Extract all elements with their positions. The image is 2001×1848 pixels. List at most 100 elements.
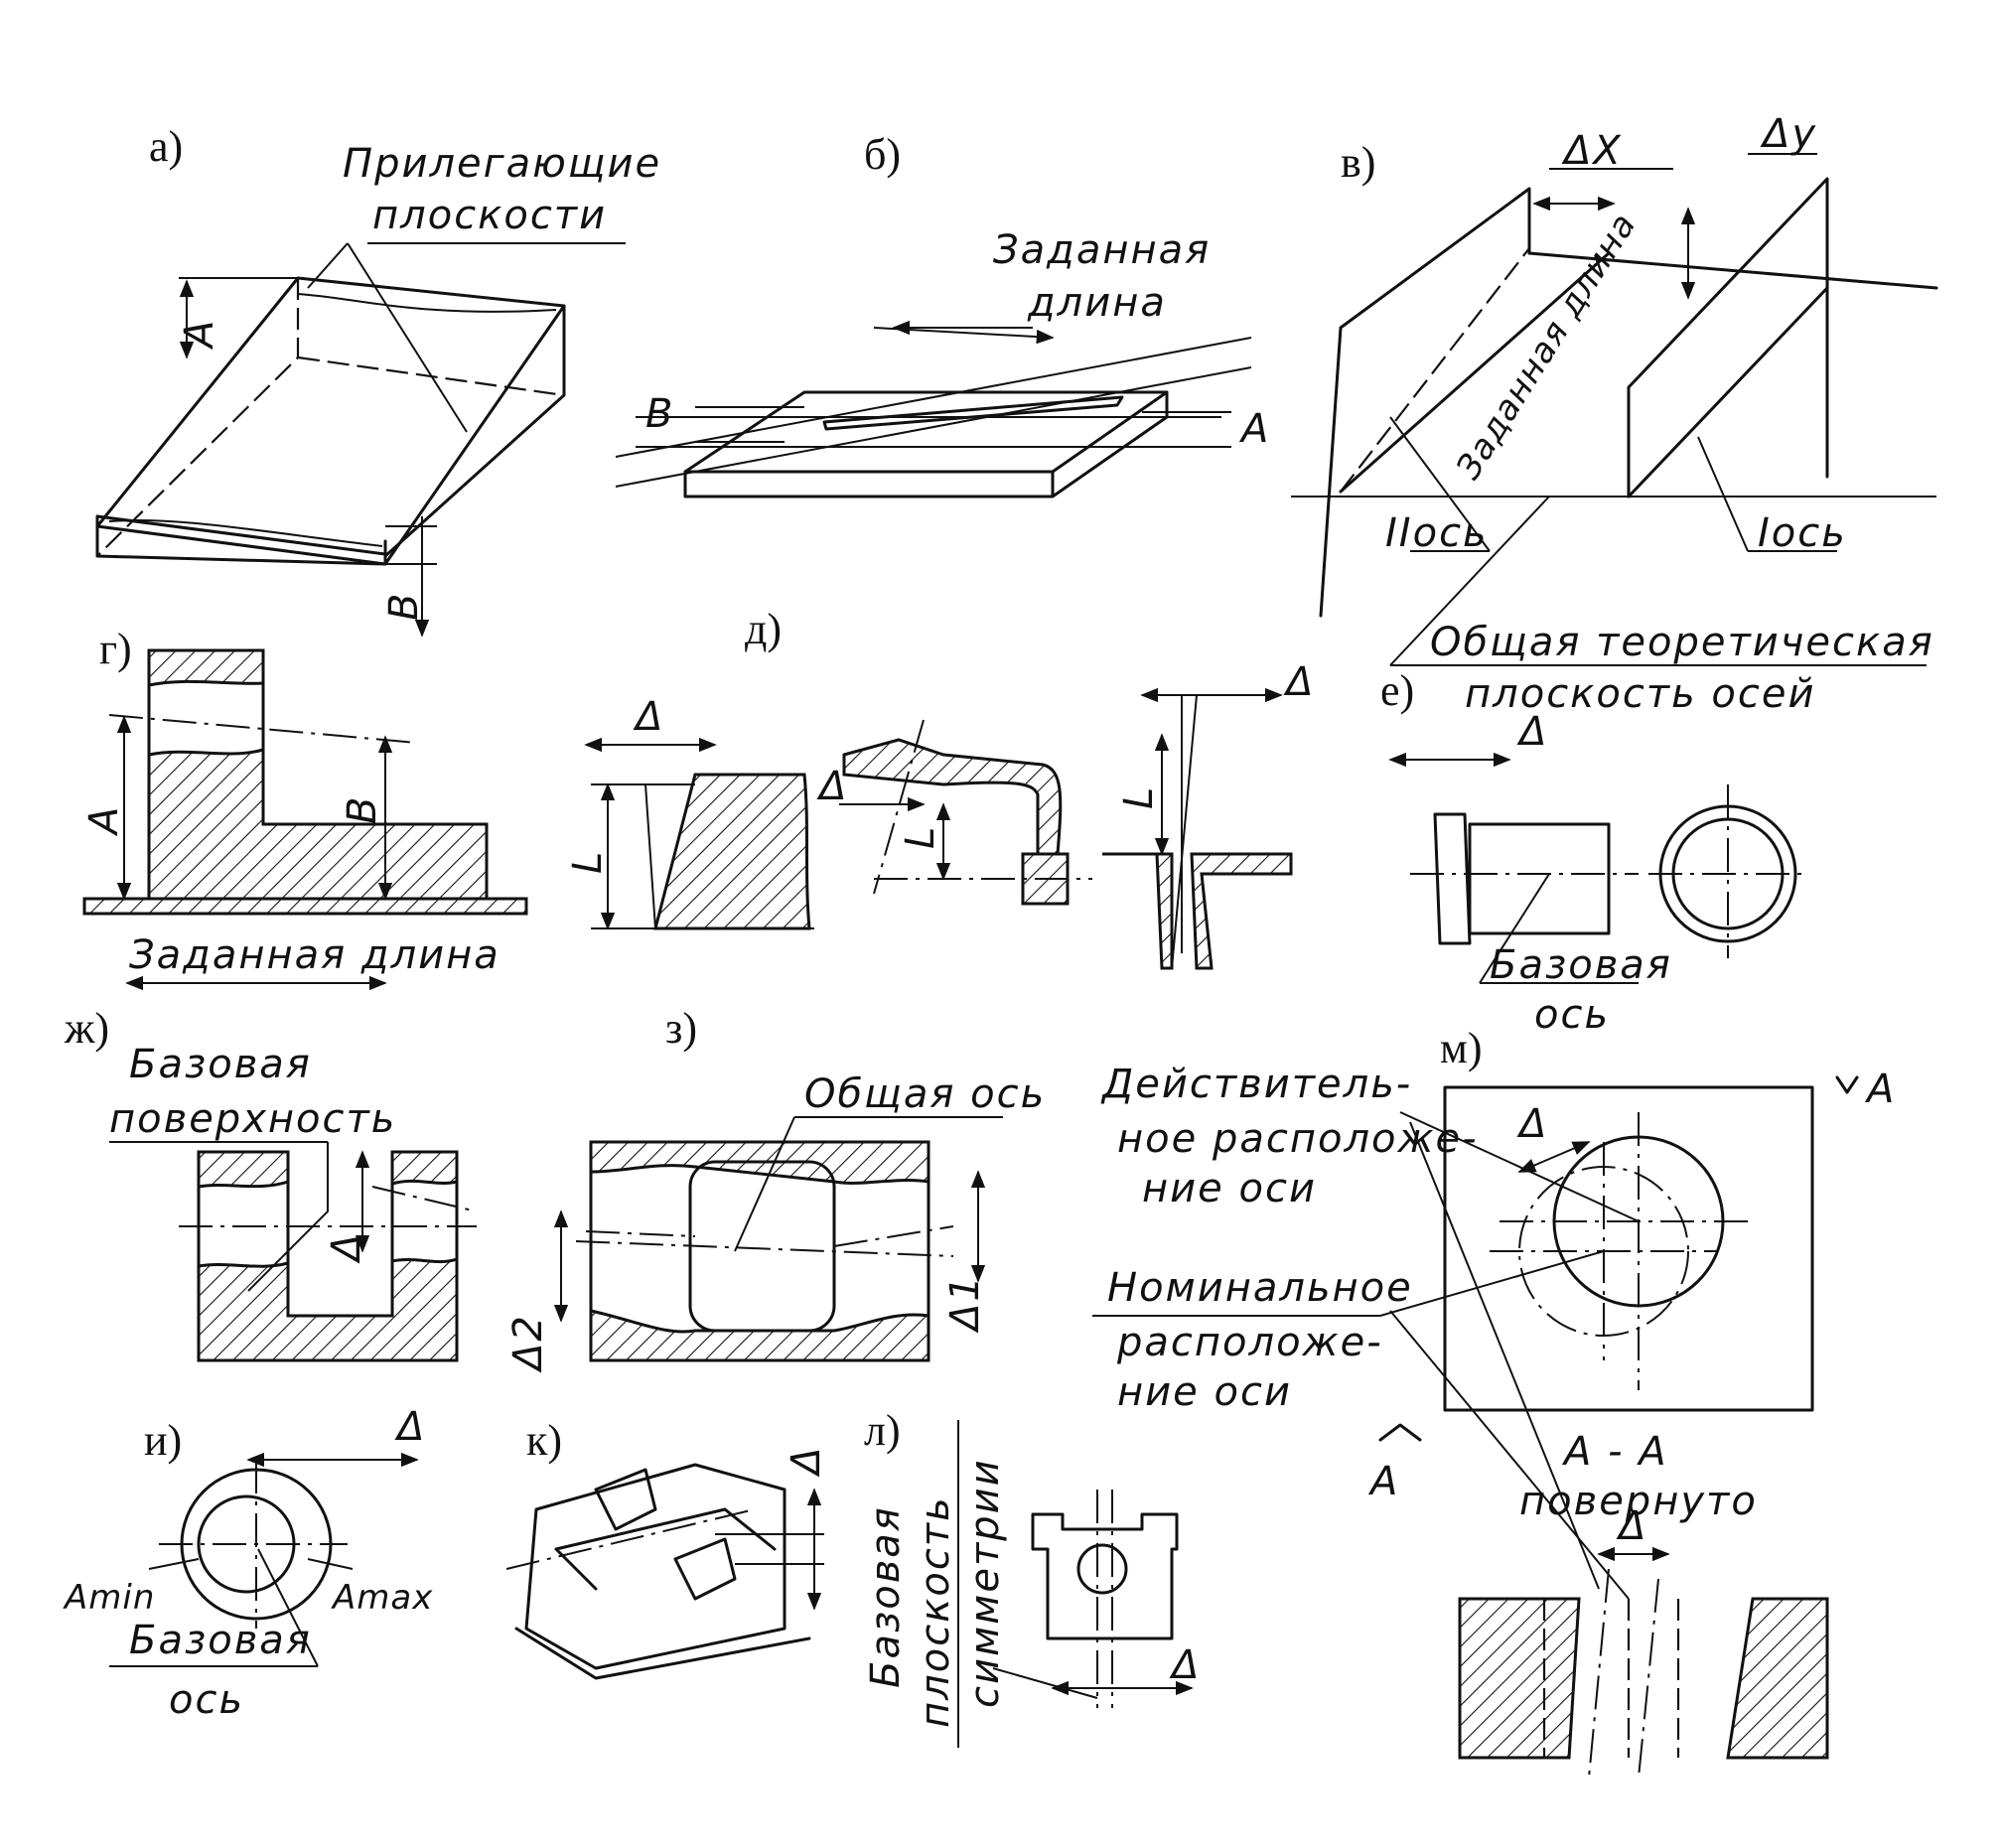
- panel-i-label: и): [144, 1416, 182, 1465]
- section-mark-top: A: [1864, 1066, 1896, 1112]
- panel-z: з) Общая ось Δ1 Δ2: [505, 1004, 1044, 1373]
- dim-a-label: A: [177, 319, 222, 351]
- lower-block: [147, 748, 489, 901]
- base-label-line2: поверхность: [109, 1096, 396, 1142]
- nominal-label-line1: Номинальное: [1107, 1265, 1413, 1311]
- right-plane: [1627, 177, 1829, 498]
- plate-hidden-edges: [96, 278, 565, 557]
- upper-block: [147, 648, 265, 687]
- symmetry-lines: [1096, 1490, 1113, 1708]
- panel-a-label: а): [149, 122, 183, 171]
- nominal-label-line3: ние оси: [1117, 1369, 1292, 1415]
- delta-label: Δ: [1516, 709, 1548, 755]
- panel-e-label: е): [1380, 666, 1414, 715]
- axes: [179, 1186, 478, 1227]
- top-edge: [1527, 251, 1938, 290]
- axis-line: [108, 714, 418, 744]
- delta2-label: Δ: [816, 764, 848, 809]
- axis: [505, 1508, 756, 1570]
- actual-label-line1: Действитель-: [1100, 1062, 1412, 1107]
- delta-label: Δ: [784, 1446, 829, 1478]
- panel-zh: ж) Базовая поверхность Δ: [64, 1004, 478, 1362]
- leader-lines: [307, 242, 468, 433]
- panel-m-label: м): [1440, 1024, 1483, 1072]
- base-label-line2: ось: [169, 1677, 244, 1723]
- dim-a-label: A: [1238, 406, 1270, 452]
- section-hidden: [1542, 1599, 1680, 1758]
- base-leader: [1479, 873, 1639, 984]
- base-surface: [82, 897, 528, 916]
- dim-b-label: B: [381, 592, 427, 621]
- panel-l: л) Базовая плоскость симметрии Δ: [863, 1406, 1199, 1748]
- dx-label: ΔX: [1561, 128, 1623, 174]
- section-arrow-left: [1378, 1423, 1422, 1442]
- panel-b: б) Заданная длина B A: [615, 130, 1270, 498]
- panel-zh-label: ж): [64, 1004, 109, 1053]
- dy-label: Δy: [1760, 111, 1817, 157]
- base-leader: [992, 1667, 1098, 1699]
- left-plane: [1319, 187, 1531, 618]
- axis2-hidden: [1340, 247, 1530, 493]
- delta2-label: Δ2: [505, 1314, 551, 1373]
- panel-g: г) A B Заданная длина: [81, 625, 528, 991]
- base-label-line1: Базовая: [863, 1505, 909, 1688]
- panel-d: д) L Δ L Δ Δ L: [565, 605, 1315, 970]
- plate-lower: [95, 514, 387, 566]
- axis2-label: IIось: [1385, 510, 1489, 556]
- circle-axes: [1648, 784, 1807, 958]
- panel-l-label: л): [864, 1406, 901, 1455]
- bar-sides: [683, 390, 1169, 498]
- axes: [575, 1225, 954, 1257]
- length-label: Заданная длина: [129, 932, 500, 978]
- deviation-strip: [822, 395, 1124, 431]
- amax-label: Amax: [331, 1578, 433, 1618]
- panel-a: а) Прилегающие плоскости A B: [95, 122, 661, 638]
- base-label-line3: симметрии: [962, 1458, 1008, 1708]
- dim-b-ext: [385, 525, 437, 565]
- panel-g-label: г): [99, 625, 132, 673]
- section-title: A - A: [1561, 1429, 1668, 1475]
- right-upper: [390, 1150, 459, 1186]
- part-2-arm: [842, 738, 1063, 856]
- section-right: [1726, 1597, 1829, 1760]
- panel-v-label: в): [1341, 138, 1375, 187]
- wavy-surface: [108, 293, 557, 547]
- actual-leader: [1399, 1111, 1640, 1222]
- axis1-label: Iось: [1758, 510, 1847, 556]
- section-axes: [1588, 1568, 1659, 1778]
- panel-b-annotation-line2: длина: [1027, 280, 1167, 326]
- axes: [159, 1460, 348, 1629]
- left-upper: [197, 1150, 290, 1189]
- hole-axis: [1171, 694, 1198, 969]
- gap-edges: [147, 681, 265, 757]
- actual-label-line3: ние оси: [1142, 1166, 1317, 1211]
- part-1: [653, 773, 811, 930]
- along-label: Заданная длина: [1449, 206, 1644, 486]
- body-outline: [524, 1463, 786, 1670]
- plane-label-line1: Общая теоретическая: [1430, 620, 1934, 665]
- panel-a-annotation-line1: Прилегающие: [343, 141, 661, 187]
- delta-top-arrow: [1517, 1141, 1591, 1173]
- panel-d-label: д): [745, 605, 782, 653]
- delta3-label: Δ: [1283, 659, 1315, 705]
- delta-bottom-label: Δ: [1616, 1503, 1647, 1549]
- hole-wall-left: [1102, 852, 1174, 970]
- base-label-line1: Базовая: [1490, 942, 1672, 988]
- dim-b-ext: [695, 406, 804, 443]
- profile: [1031, 1512, 1179, 1640]
- plane-leader: [1389, 496, 1927, 666]
- panel-v: в) ΔX Δy Заданная длина IIось Iось Общая…: [1291, 111, 1938, 717]
- panel-b-label: б): [864, 130, 901, 179]
- hole-axes: [1490, 1112, 1748, 1390]
- delta-top-label: Δ: [1516, 1101, 1548, 1147]
- plate: [1443, 1085, 1814, 1412]
- hole-wall-right: [1190, 852, 1293, 970]
- flange: [1433, 812, 1472, 945]
- base-leader: [109, 1548, 319, 1667]
- lower-body: [197, 1256, 459, 1362]
- section-arrow-top: [1835, 1075, 1859, 1094]
- amin-label: Amin: [63, 1578, 155, 1618]
- axis-leaders: [1389, 416, 1837, 552]
- shaft: [1468, 822, 1611, 935]
